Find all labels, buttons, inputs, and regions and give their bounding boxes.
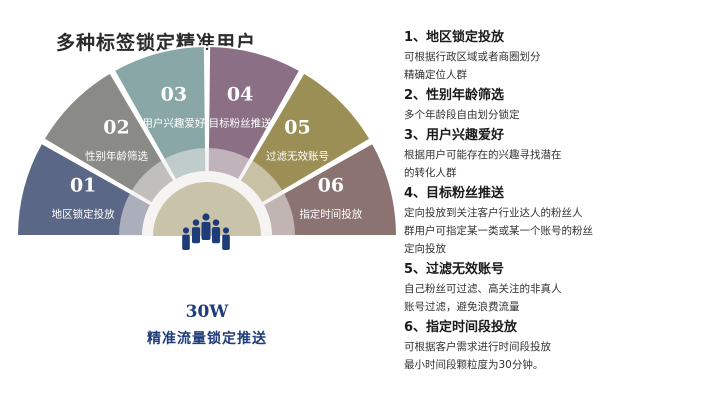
segment-label: 地区锁定投放 — [52, 208, 115, 221]
feature-item-6: 6、指定时间段投放 可根据客户需求进行时间段投放 最小时间段颗粒度为30分钟。 — [404, 318, 714, 374]
feature-description: 自己粉丝可过滤、高关注的非真人 账号过滤，避免浪费流量 — [404, 283, 562, 313]
inner-disc — [153, 182, 261, 236]
segment-label: 指定时间投放 — [299, 208, 362, 221]
people-group-icon — [182, 213, 230, 250]
feature-item-2: 2、性别年龄筛选 多个年龄段自由划分锁定 — [404, 86, 714, 124]
feature-description: 根据用户可能存在的兴趣寻找潜在 的转化人群 — [404, 149, 562, 179]
segment-number: 06 — [318, 175, 344, 197]
segment-label: 过滤无效账号 — [266, 149, 329, 162]
feature-item-1: 1、地区锁定投放 可根据行政区域或者商圈划分 精确定位人群 — [404, 28, 714, 84]
segment-label: 性别年龄筛选 — [85, 149, 148, 162]
center-caption: 精准流量锁定推送 — [147, 330, 267, 347]
targeting-fan-diagram: 01 地区锁定投放 02 性别年龄筛选 03 用户兴趣爱好 04 目标粉丝推送 05 过滤无效账号… — [15, 45, 399, 347]
feature-heading: 3、用户兴趣爱好 — [404, 128, 505, 143]
segment-number: 03 — [161, 83, 187, 105]
feature-heading: 5、过滤无效账号 — [404, 262, 505, 277]
segment-label: 目标粉丝推送 — [209, 116, 272, 129]
segment-number: 05 — [284, 116, 310, 138]
segment-number: 01 — [70, 175, 96, 197]
feature-heading: 1、地区锁定投放 — [404, 30, 505, 45]
segment-number: 02 — [103, 116, 129, 138]
segment-number: 04 — [227, 83, 253, 105]
feature-heading: 6、指定时间段投放 — [404, 320, 518, 335]
feature-description: 可根据客户需求进行时间段投放 最小时间段颗粒度为30分钟。 — [404, 341, 551, 371]
feature-item-5: 5、过滤无效账号 自己粉丝可过滤、高关注的非真人 账号过滤，避免浪费流量 — [404, 260, 714, 316]
segment-label: 用户兴趣爱好 — [142, 116, 205, 129]
feature-description: 可根据行政区域或者商圈划分 精确定位人群 — [404, 51, 541, 81]
feature-item-3: 3、用户兴趣爱好 根据用户可能存在的兴趣寻找潜在 的转化人群 — [404, 126, 714, 182]
feature-list: 1、地区锁定投放 可根据行政区域或者商圈划分 精确定位人群 2、性别年龄筛选 多… — [404, 28, 714, 376]
center-count: 30W — [186, 302, 230, 322]
feature-description: 多个年龄段自由划分锁定 — [404, 109, 520, 121]
feature-heading: 2、性别年龄筛选 — [404, 88, 505, 103]
feature-description: 定向投放到关注客户行业达人的粉丝人 群用户可指定某一类或某一个账号的粉丝 定向投… — [404, 207, 593, 255]
feature-heading: 4、目标粉丝推送 — [404, 186, 505, 201]
feature-item-4: 4、目标粉丝推送 定向投放到关注客户行业达人的粉丝人 群用户可指定某一类或某一个… — [404, 184, 714, 258]
